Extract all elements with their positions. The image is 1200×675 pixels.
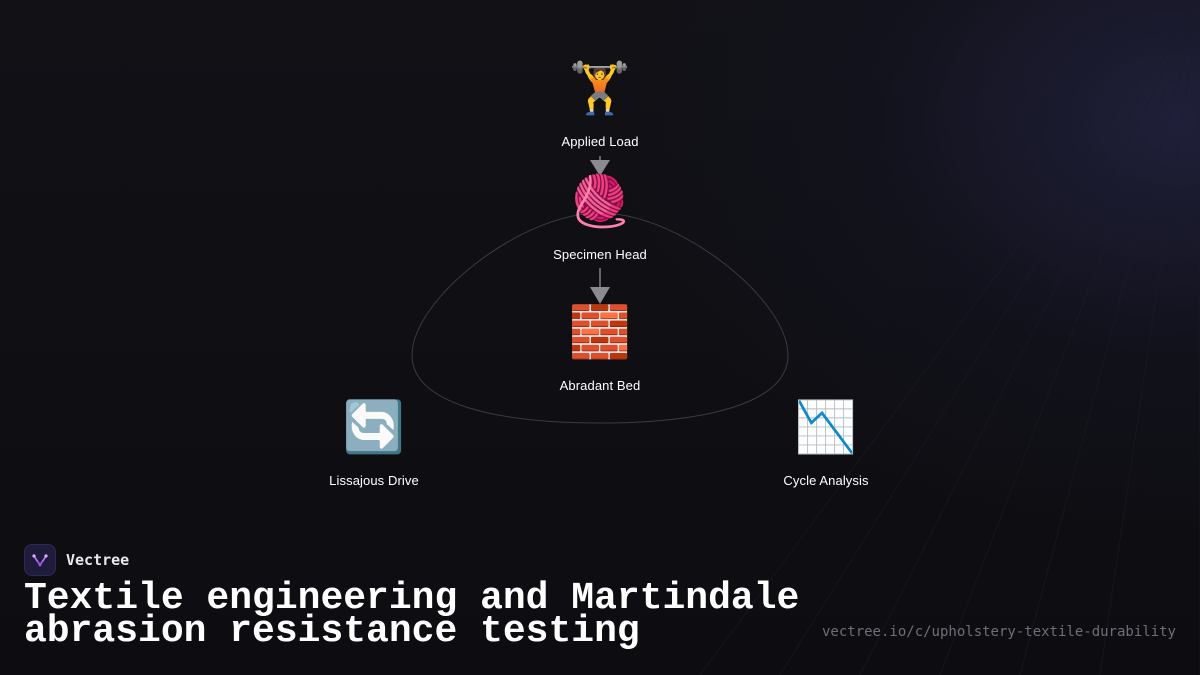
node-label: Lissajous Drive xyxy=(329,473,419,488)
chart-decreasing-icon: 📉 xyxy=(794,398,858,456)
node-label: Abradant Bed xyxy=(559,378,641,393)
node-abradant-bed: 🧱 Abradant Bed xyxy=(510,302,690,393)
vectree-logo-icon xyxy=(24,544,56,576)
node-cycle-analysis: 📉 Cycle Analysis xyxy=(736,397,916,488)
node-label: Applied Load xyxy=(561,134,639,149)
edge-applied-load-to-specimen-head xyxy=(590,156,610,176)
weight-lifter-icon: 🏋 xyxy=(568,59,632,117)
page-title: Textile engineering and Martindale abras… xyxy=(24,577,800,653)
node-applied-load: 🏋 Applied Load xyxy=(510,58,690,149)
cycle-arrows-icon: 🔄 xyxy=(342,398,406,456)
node-label: Cycle Analysis xyxy=(783,473,869,488)
node-label: Specimen Head xyxy=(553,247,647,262)
edge-specimen-head-to-abradant-bed xyxy=(590,268,610,304)
abradant-orbit-loop xyxy=(411,212,789,424)
source-url[interactable]: vectree.io/c/upholstery-textile-durabili… xyxy=(821,624,1176,640)
node-lissajous-drive: 🔄 Lissajous Drive xyxy=(284,397,464,488)
brick-wall-icon: 🧱 xyxy=(568,303,632,361)
yarn-ball-icon: 🧶 xyxy=(568,172,632,230)
node-specimen-head: 🧶 Specimen Head xyxy=(510,171,690,262)
brand[interactable]: Vectree xyxy=(24,544,129,576)
brand-name: Vectree xyxy=(66,551,130,569)
